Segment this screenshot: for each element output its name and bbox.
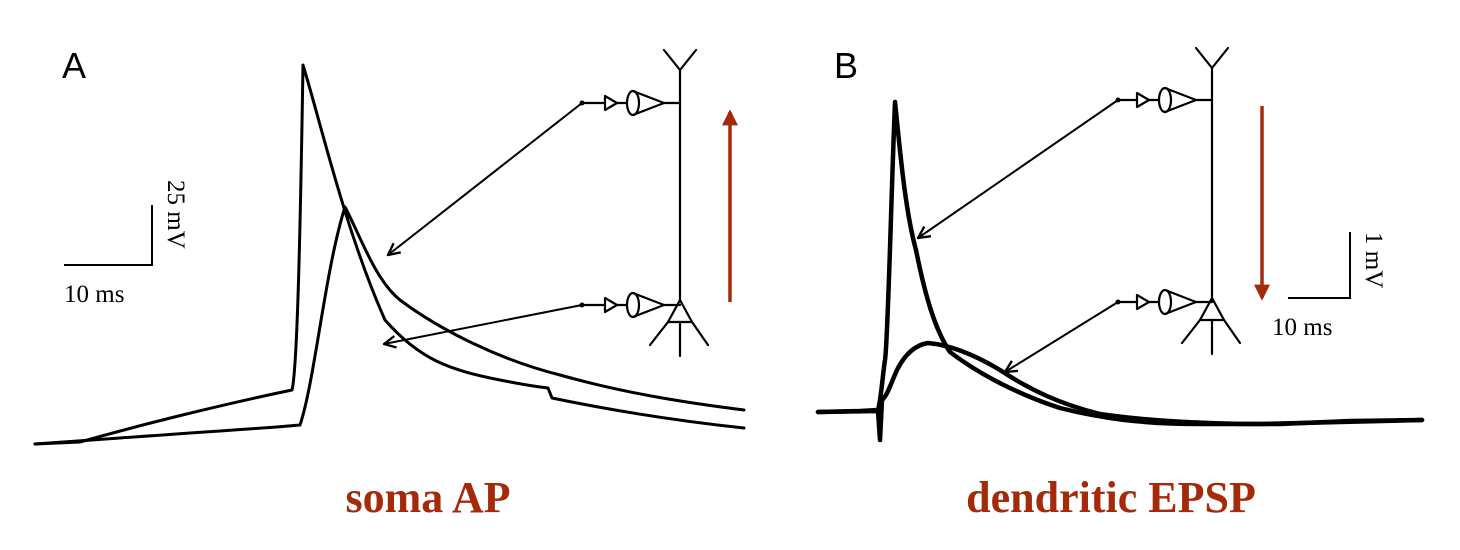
panel-b-soma-electrode-arrow — [1005, 301, 1119, 372]
panel-a-scale-bar: 10 ms 25 mV — [64, 180, 189, 308]
panel-b-letter: B — [834, 45, 858, 86]
panel-a-soma-electrode-arrow — [384, 304, 583, 344]
panel-b-scale-y-label: 1 mV — [1360, 232, 1387, 288]
panel-a-dendrite-electrode-arrow — [388, 102, 583, 255]
panel-b-caption: dendritic EPSP — [966, 473, 1256, 522]
panel-a-scale-x-label: 10 ms — [64, 281, 124, 308]
panel-b-somatic-epsp-trace — [815, 99, 1425, 427]
panel-b-dendrite-electrode-arrow — [918, 99, 1119, 238]
panel-b-scale-x-label: 10 ms — [1272, 314, 1332, 341]
panel-a-neuron-icon — [579, 48, 710, 358]
panel-a: A 10 ms 25 mV — [33, 45, 746, 522]
panel-b-scale-bar: 10 ms 1 mV — [1272, 232, 1387, 341]
panel-a-scale-y-label: 25 mV — [162, 180, 189, 249]
panel-b-dendritic-epsp-trace — [815, 340, 1425, 443]
panel-a-caption: soma AP — [346, 473, 511, 522]
panel-b: B 10 ms 1 mV — [815, 45, 1425, 522]
panel-a-letter: A — [62, 45, 86, 86]
panel-b-neuron-icon — [1115, 46, 1242, 356]
panel-a-soma-ap-trace — [33, 63, 746, 446]
panel-a-dendritic-trace — [33, 205, 746, 446]
